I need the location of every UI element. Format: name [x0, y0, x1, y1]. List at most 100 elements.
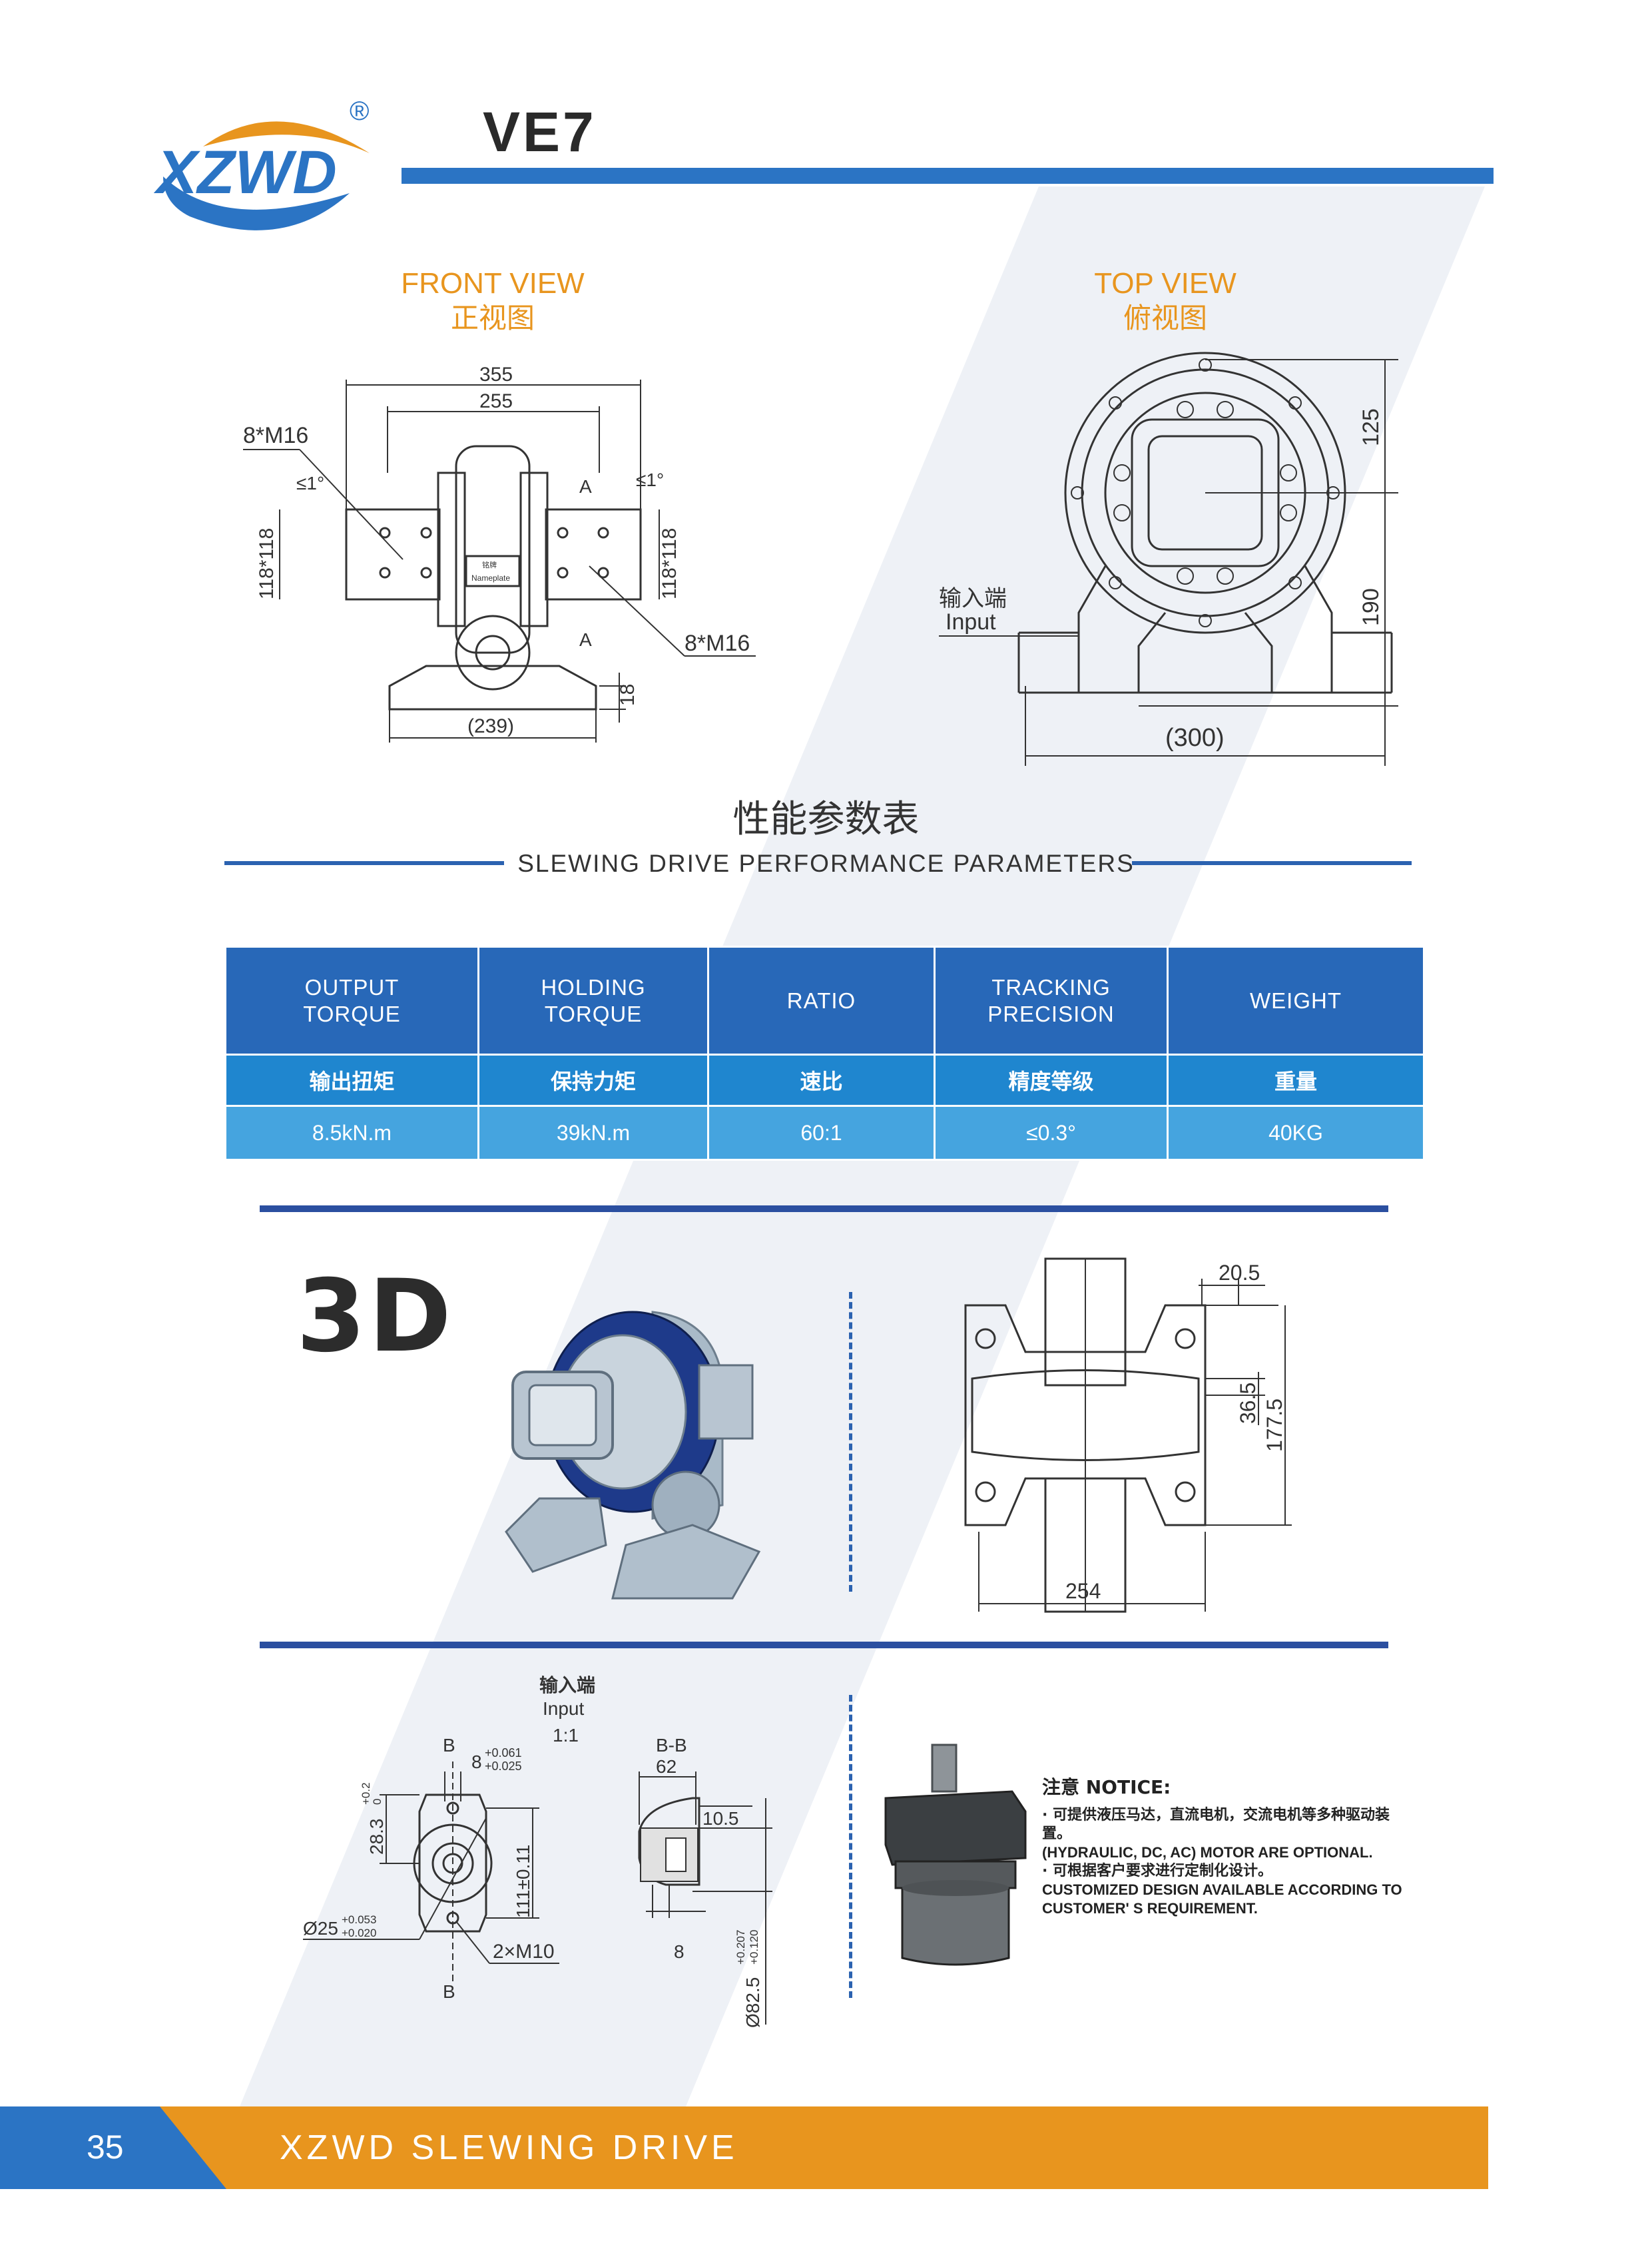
top-view-drawing: 125 190 (300) 输入端 Input [939, 352, 1398, 766]
header-tracking-precision: TRACKING PRECISION [934, 946, 1169, 1056]
top-view-title-en: TOP VIEW [1094, 267, 1237, 300]
footer-text: XZWD SLEWING DRIVE [280, 2128, 738, 2167]
header-zh-output-torque: 输出扭矩 [224, 1054, 479, 1107]
svg-text:+0.025: +0.025 [485, 1760, 522, 1773]
svg-text:18: 18 [617, 684, 639, 706]
value-holding-torque: 39kN.m [477, 1105, 709, 1161]
notice-line2-en: CUSTOMIZED DESIGN AVAILABLE ACCORDING TO… [1042, 1881, 1402, 1917]
header-holding-torque: HOLDING TORQUE [477, 946, 709, 1056]
svg-text:Input: Input [543, 1698, 584, 1719]
svg-text:A: A [579, 629, 592, 650]
svg-text:1:1: 1:1 [553, 1725, 579, 1746]
value-output-torque: 8.5kN.m [224, 1105, 479, 1161]
svg-text:8: 8 [471, 1752, 482, 1772]
svg-text:输入端: 输入端 [539, 1674, 595, 1696]
section-title-zh: 性能参数表 [732, 798, 920, 841]
svg-text:+0.020: +0.020 [342, 1927, 376, 1939]
svg-text:2×M10: 2×M10 [493, 1941, 555, 1963]
dashed-separator-1 [849, 1292, 852, 1592]
svg-text:®: ® [350, 97, 369, 126]
svg-text:Input: Input [946, 609, 996, 635]
svg-text:62: 62 [656, 1756, 677, 1777]
header-bar [402, 168, 1494, 184]
header-zh-weight: 重量 [1167, 1054, 1425, 1107]
svg-text:118*118: 118*118 [256, 528, 278, 599]
svg-text:254: 254 [1065, 1579, 1101, 1603]
notice-block: 注意 NOTICE: · 可提供液压马达，直流电机，交流电机等多种驱动装置。 (… [1042, 1778, 1415, 1918]
page-number: 35 [87, 2128, 124, 2166]
svg-text:125: 125 [1358, 408, 1384, 446]
svg-text:111±0.11: 111±0.11 [513, 1845, 533, 1918]
svg-text:118*118: 118*118 [659, 528, 681, 599]
svg-text:A: A [579, 476, 592, 497]
header-weight: WEIGHT [1167, 946, 1425, 1056]
svg-text:XZWD: XZWD [153, 139, 337, 206]
svg-text:8: 8 [674, 1941, 685, 1962]
svg-text:Ø82.5: Ø82.5 [742, 1977, 763, 2028]
svg-text:+0.120: +0.120 [748, 1930, 760, 1965]
dashed-separator-2 [849, 1695, 852, 1998]
table-zh-header-row: 输出扭矩 保持力矩 速比 精度等级 重量 [224, 1054, 1425, 1107]
svg-text:≤1°: ≤1° [636, 470, 664, 490]
svg-text:10.5: 10.5 [702, 1808, 739, 1829]
svg-text:B: B [443, 1735, 455, 1756]
section-line-left [224, 861, 504, 865]
svg-text:(300): (300) [1165, 724, 1225, 752]
motor-image [884, 1744, 1027, 1966]
notice-line2-zh: · 可根据客户要求进行定制化设计。 [1042, 1863, 1273, 1879]
header-output-torque: OUTPUT TORQUE [224, 946, 479, 1056]
front-view-title-en: FRONT VIEW [401, 267, 585, 300]
svg-text:8*M16: 8*M16 [243, 423, 308, 448]
top-view-title: TOP VIEW 俯视图 [1045, 266, 1285, 336]
svg-text:+0.061: +0.061 [485, 1746, 522, 1760]
footer-banner [0, 2106, 1488, 2189]
header-zh-holding-torque: 保持力矩 [477, 1054, 709, 1107]
notice-line1-zh: · 可提供液压马达，直流电机，交流电机等多种驱动装置。 [1042, 1807, 1390, 1842]
top-view-title-zh: 俯视图 [1123, 302, 1207, 334]
table-row: 8.5kN.m 39kN.m 60:1 ≤0.3° 40KG [224, 1105, 1425, 1161]
svg-text:20.5: 20.5 [1219, 1261, 1260, 1285]
front-view-title-zh: 正视图 [450, 302, 535, 334]
svg-text:+0.2: +0.2 [360, 1782, 372, 1805]
svg-text:+0.207: +0.207 [734, 1930, 747, 1965]
side-view-drawing: 20.5 36.5 177.5 254 [964, 1257, 1292, 1613]
svg-text:≤1°: ≤1° [296, 473, 324, 493]
divider-top [260, 1205, 1388, 1212]
input-detail-drawing: 输入端 Input 1:1 B B B-B 8 +0.061 +0.025 28… [303, 1674, 772, 2028]
notice-line1-en: (HYDRAULIC, DC, AC) MOTOR ARE OPTIONAL. [1042, 1844, 1373, 1861]
front-view-drawing: 355 255 铭牌 Nameplate (239) 18 8*M16 ≤1° … [243, 364, 756, 743]
section-line-right [1132, 861, 1412, 865]
svg-text:(239): (239) [467, 715, 514, 737]
svg-text:0: 0 [371, 1799, 384, 1805]
performance-table: OUTPUT TORQUE HOLDING TORQUE RATIO TRACK… [224, 946, 1425, 1161]
section-title-en: SLEWING DRIVE PERFORMANCE PARAMETERS [517, 850, 1135, 877]
svg-text:177.5: 177.5 [1262, 1399, 1286, 1452]
value-weight: 40KG [1167, 1105, 1425, 1161]
svg-text:+0.053: +0.053 [342, 1913, 376, 1926]
svg-text:355: 355 [479, 364, 513, 386]
3d-label: 3D [296, 1259, 454, 1375]
svg-text:8*M16: 8*M16 [685, 631, 750, 656]
header-ratio: RATIO [707, 946, 936, 1056]
value-ratio: 60:1 [707, 1105, 936, 1161]
3d-render-image [505, 1311, 761, 1600]
svg-text:Nameplate: Nameplate [471, 573, 510, 583]
table-header-row: OUTPUT TORQUE HOLDING TORQUE RATIO TRACK… [224, 946, 1425, 1056]
svg-text:190: 190 [1358, 588, 1384, 626]
front-view-title: FRONT VIEW 正视图 [373, 266, 613, 336]
svg-text:Ø25: Ø25 [303, 1918, 338, 1939]
value-tracking-precision: ≤0.3° [934, 1105, 1169, 1161]
divider-bottom [260, 1642, 1388, 1648]
xzwd-logo: XZWD ® [153, 97, 370, 230]
header-zh-ratio: 速比 [707, 1054, 936, 1107]
svg-text:铭牌: 铭牌 [482, 560, 497, 569]
header-zh-tracking-precision: 精度等级 [934, 1054, 1169, 1107]
svg-text:输入端: 输入端 [939, 586, 1007, 611]
svg-text:B: B [443, 1981, 455, 2002]
svg-text:36.5: 36.5 [1236, 1383, 1260, 1424]
svg-text:B-B: B-B [656, 1735, 687, 1756]
model-name: VE7 [483, 101, 597, 163]
svg-text:255: 255 [479, 390, 513, 412]
notice-title: 注意 NOTICE: [1042, 1776, 1171, 1798]
svg-text:28.3: 28.3 [366, 1819, 387, 1855]
